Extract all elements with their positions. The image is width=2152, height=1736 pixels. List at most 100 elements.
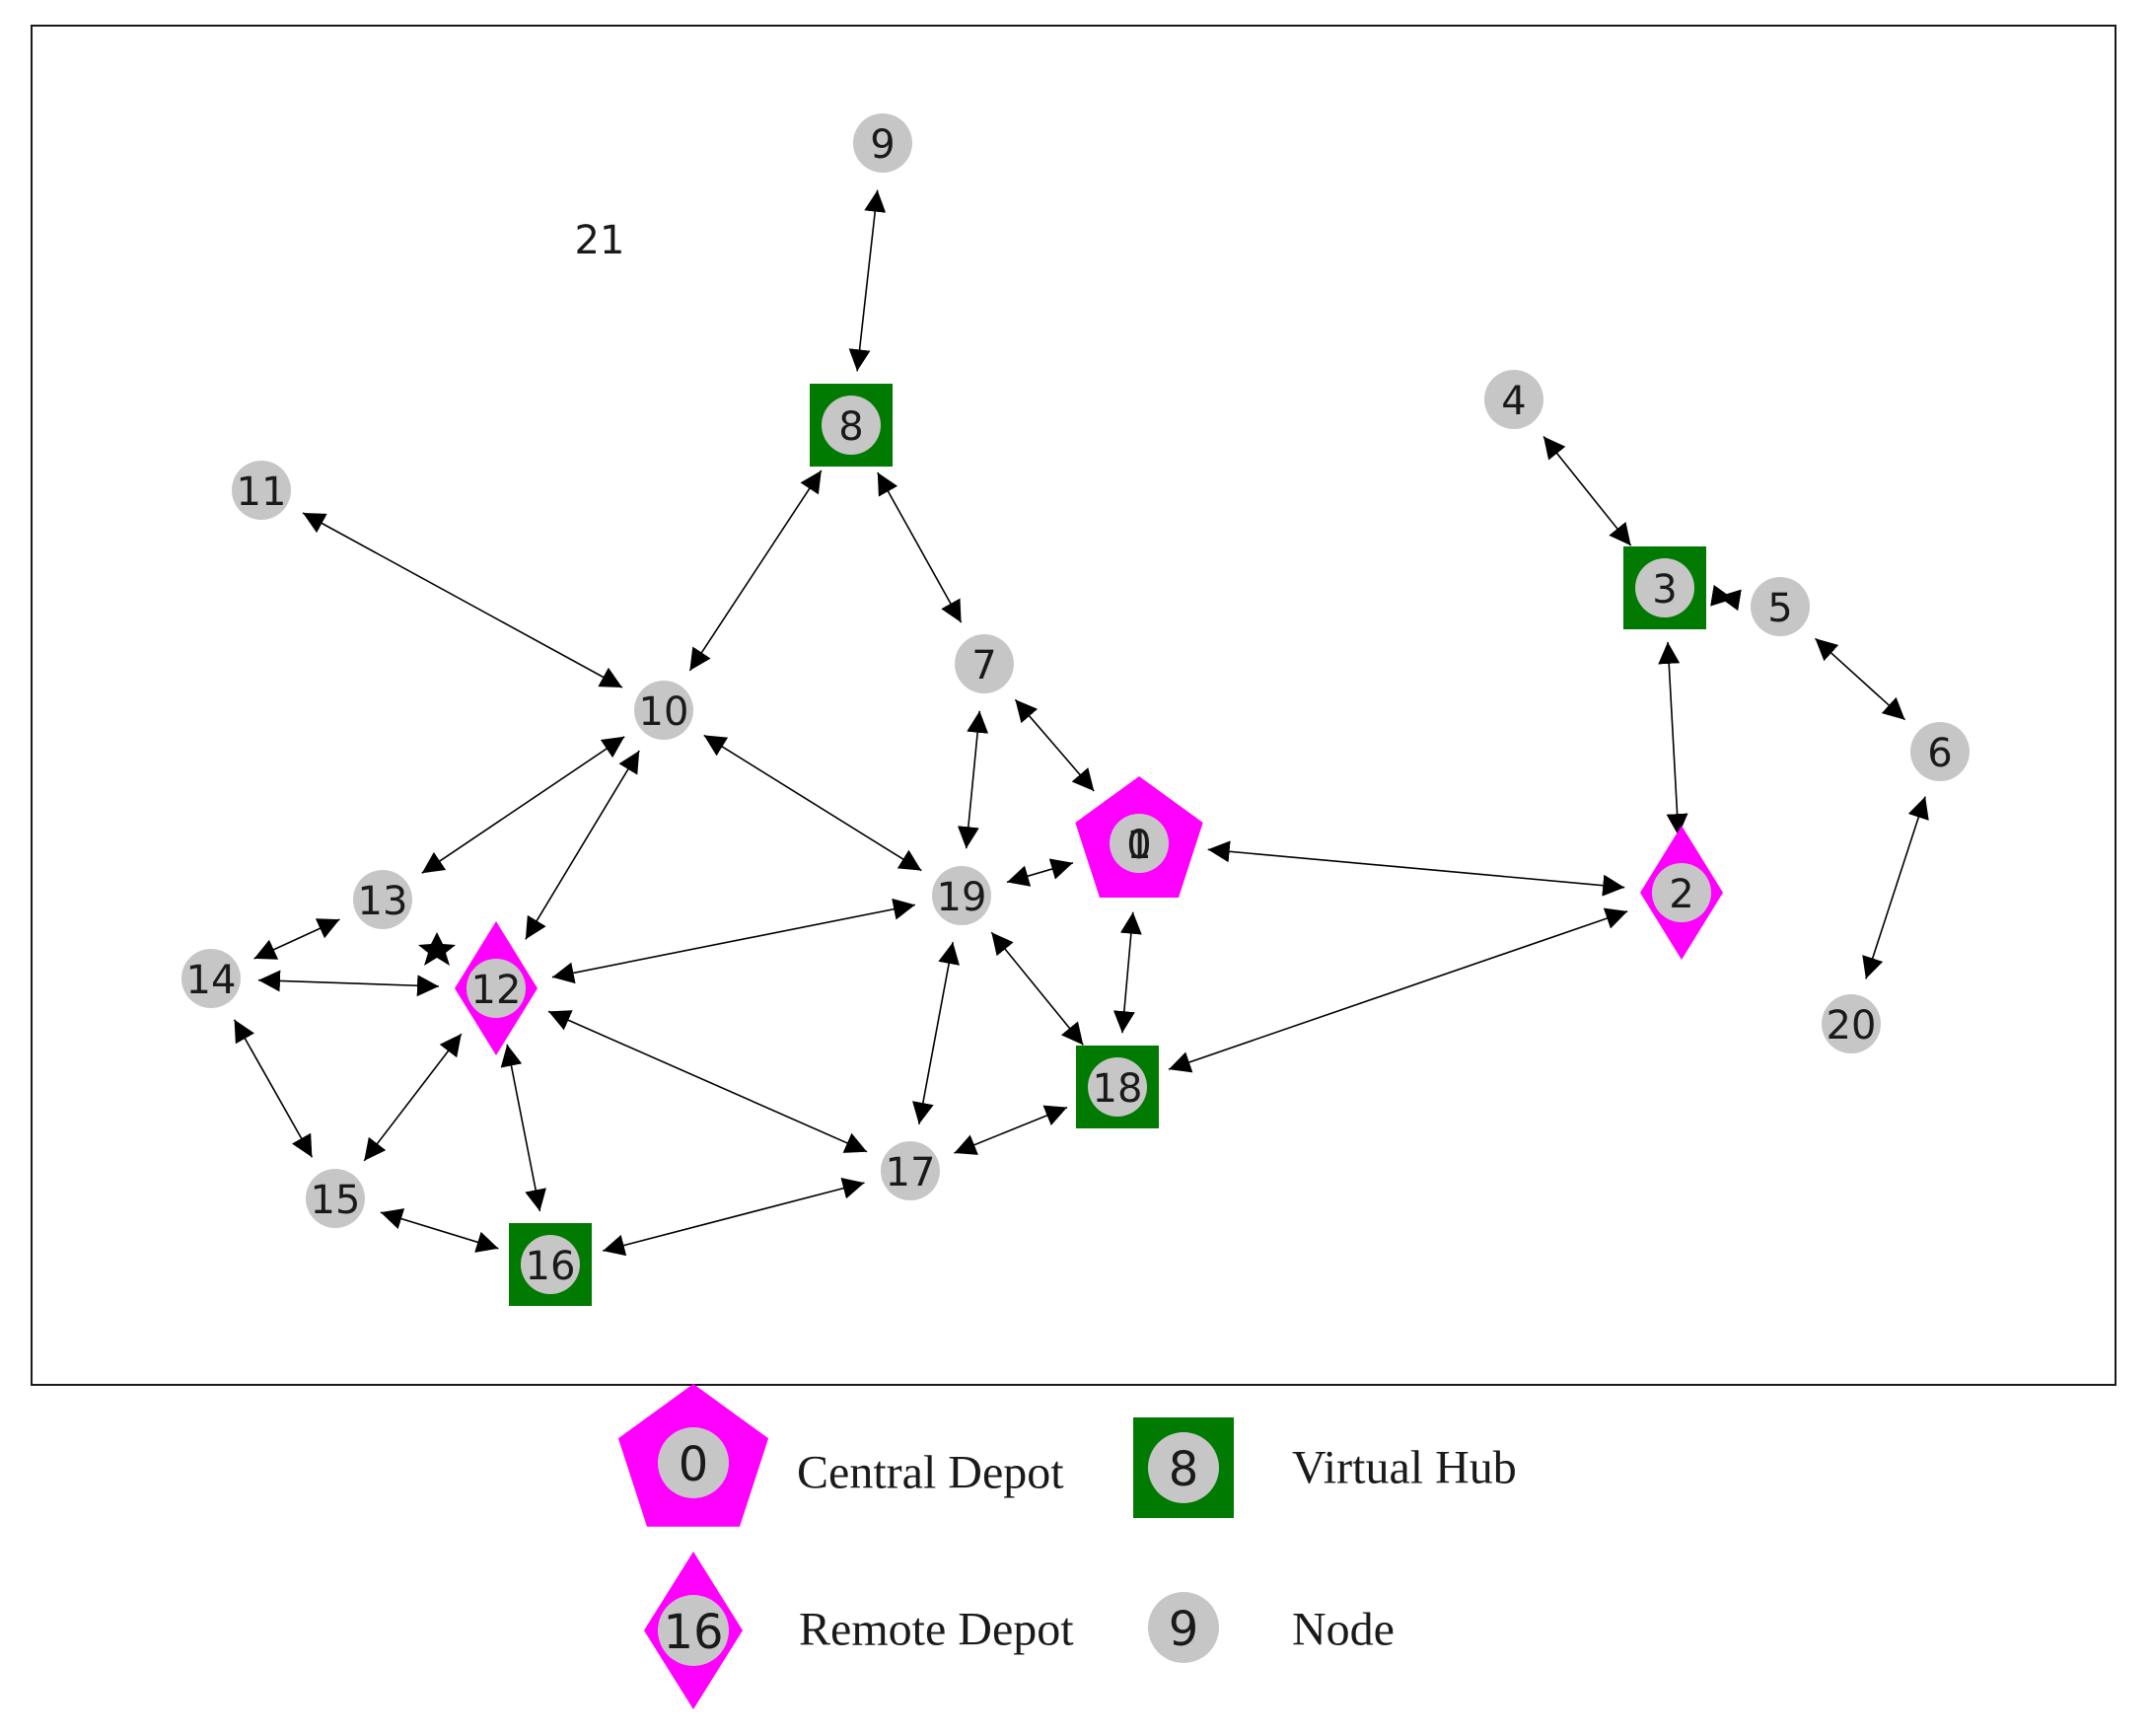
node-label: 21 <box>575 218 625 263</box>
legend-item-virtual-hub: 8 Virtual Hub <box>1133 1417 1517 1518</box>
edge-9-8 <box>848 189 887 372</box>
legend-symbol-label: 16 <box>663 1605 723 1660</box>
node-label: 18 <box>1093 1066 1143 1112</box>
node-label: 8 <box>838 404 863 450</box>
legend-item-node: 9 Node <box>1148 1592 1395 1663</box>
node-circle <box>306 1169 365 1228</box>
legend-node-circle <box>1148 1592 1219 1663</box>
node-label: 5 <box>1767 586 1792 631</box>
edge-19-0 <box>1006 858 1074 887</box>
legend-symbol-label: 9 <box>1169 1602 1199 1657</box>
edge-19-18 <box>990 931 1084 1046</box>
edge-6-20 <box>1862 796 1929 979</box>
node-circle <box>181 949 241 1008</box>
legend-node-circle <box>1148 1432 1219 1503</box>
node-label: 11 <box>237 470 287 515</box>
node-label: 17 <box>886 1150 936 1195</box>
edge-18-2 <box>1168 907 1628 1073</box>
node-15: 15 <box>306 1169 365 1228</box>
node-label: 20 <box>1827 1003 1877 1049</box>
node-label: 2 <box>1669 872 1693 917</box>
node-5: 5 <box>1751 577 1810 636</box>
node-label: 19 <box>937 875 987 920</box>
edge-14-12 <box>257 970 440 997</box>
legend-label: Central Depot <box>797 1447 1064 1499</box>
legend-item-central-depot: 0 Central Depot <box>617 1384 1064 1527</box>
node-overlay-label: 1 <box>1126 823 1151 868</box>
edges-layer <box>233 189 1929 1257</box>
node-9: 9 <box>853 113 912 173</box>
node-circle <box>853 113 912 173</box>
edge-0-2 <box>1207 840 1625 897</box>
legend-label: Remote Depot <box>799 1604 1074 1656</box>
node-6: 6 <box>1910 722 1970 781</box>
edge-10-13 <box>421 736 625 874</box>
node-12: 12 <box>455 921 538 1055</box>
node-label: 6 <box>1927 731 1952 776</box>
node-circle <box>466 959 526 1018</box>
node-circle <box>1484 370 1543 429</box>
node-circle <box>881 1141 940 1200</box>
edge-15-12 <box>363 1033 463 1162</box>
node-19: 19 <box>932 866 991 925</box>
self-loop-marker <box>418 932 456 966</box>
node-circle <box>521 1235 580 1294</box>
edge-12-16 <box>500 1044 546 1212</box>
node-17: 17 <box>881 1141 940 1200</box>
edge-11-10 <box>302 512 623 688</box>
node-14: 14 <box>181 949 241 1008</box>
legend-label: Node <box>1292 1604 1395 1656</box>
node-label: 9 <box>870 122 895 168</box>
node-8: 8 <box>810 384 893 467</box>
node-18: 18 <box>1076 1046 1159 1128</box>
edge-14-15 <box>233 1019 314 1158</box>
node-13: 13 <box>353 870 412 929</box>
node-0: 01 <box>1075 776 1203 898</box>
node-label: 15 <box>311 1178 361 1223</box>
node-21: 21 <box>575 218 625 263</box>
node-label: 12 <box>471 968 522 1013</box>
legend-node-circle <box>658 1595 729 1666</box>
edge-15-16 <box>380 1208 499 1253</box>
node-circle <box>232 461 291 520</box>
node-label: 14 <box>186 958 237 1003</box>
edge-3-2 <box>1658 641 1688 836</box>
edge-10-19 <box>703 734 922 872</box>
node-circle <box>1751 577 1810 636</box>
edge-13-14 <box>253 918 340 960</box>
legend-node-circle <box>658 1427 729 1498</box>
node-label: 10 <box>639 689 689 735</box>
node-label: 3 <box>1652 567 1677 613</box>
node-circle <box>822 396 881 455</box>
node-4: 4 <box>1484 370 1543 429</box>
node-3: 3 <box>1623 546 1706 629</box>
node-circle <box>955 634 1014 693</box>
legend-symbol-label: 8 <box>1169 1442 1199 1497</box>
legend-item-remote-depot: 16 Remote Depot <box>644 1552 1074 1709</box>
node-16: 16 <box>509 1223 592 1306</box>
legend-symbol-label: 0 <box>679 1437 709 1492</box>
node-circle <box>1635 558 1694 617</box>
node-circle <box>1110 814 1169 873</box>
edge-12-17 <box>547 1010 868 1153</box>
node-7: 7 <box>955 634 1014 693</box>
node-label: 0 <box>1126 823 1151 868</box>
edge-8-7 <box>877 471 963 623</box>
edge-19-17 <box>912 942 960 1124</box>
node-circle <box>1652 863 1711 922</box>
legend-label: Virtual Hub <box>1292 1442 1517 1494</box>
node-circle <box>353 870 412 929</box>
legend: 0 Central Depot 8 Virtual Hub 16 Remote Depot… <box>617 1384 1517 1709</box>
node-circle <box>932 866 991 925</box>
node-2: 2 <box>1640 826 1723 960</box>
node-label: 13 <box>358 879 408 924</box>
edge-17-18 <box>954 1105 1068 1155</box>
node-circle <box>1088 1057 1147 1117</box>
edge-0-18 <box>1112 911 1142 1034</box>
edge-7-0 <box>1014 698 1095 792</box>
node-circle <box>1910 722 1970 781</box>
edge-19-12 <box>551 898 916 984</box>
node-circle <box>634 681 693 740</box>
